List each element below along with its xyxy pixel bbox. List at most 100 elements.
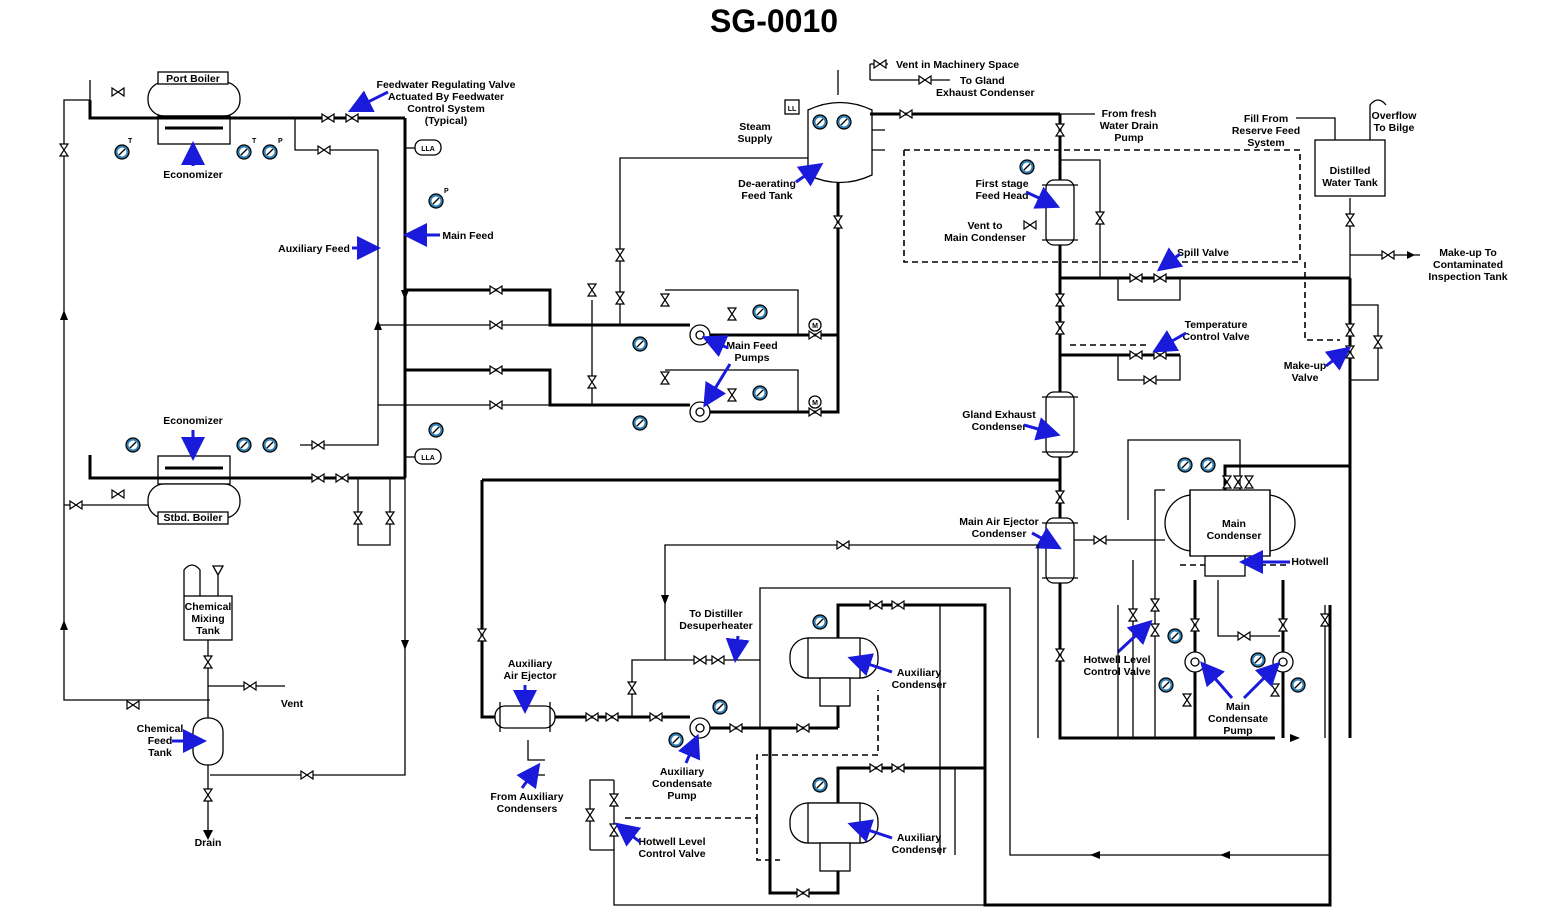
svg-text:From fresh: From fresh xyxy=(1102,108,1157,120)
aux-line-valve-2[interactable] xyxy=(605,712,619,722)
port-boiler: Port Boiler xyxy=(147,71,241,145)
recirc-valve-1[interactable] xyxy=(615,248,625,262)
recirc-valve-3[interactable] xyxy=(587,283,597,297)
pump1-check-valve[interactable] xyxy=(808,330,822,340)
gauge-p-pump1-suction xyxy=(632,336,648,352)
cond-valve-3[interactable] xyxy=(1055,321,1065,335)
crossover-valve-2[interactable] xyxy=(385,511,395,525)
vent-valve-stbd[interactable] xyxy=(111,489,125,499)
drain-valve-left[interactable] xyxy=(69,500,83,510)
spill-valve-1[interactable] xyxy=(1129,273,1143,283)
cond-valve-1[interactable] xyxy=(1055,123,1065,137)
spill-valve-label: Spill Valve xyxy=(1156,247,1229,272)
spill-valve[interactable] xyxy=(1153,273,1167,283)
cond-pump2-suction-valve[interactable] xyxy=(1278,618,1288,632)
aux-cond-bot-drain-valve[interactable] xyxy=(796,888,810,898)
svg-text:Steam: Steam xyxy=(739,121,771,133)
pump2-relief-valve[interactable] xyxy=(727,388,737,402)
dft-outlet-valve[interactable] xyxy=(833,215,843,229)
aux-cond-top-valve-2[interactable] xyxy=(891,600,905,610)
makeup-to-label: Make-up To Contaminated Inspection Tank xyxy=(1428,247,1507,283)
cond-pump1-disch-valve[interactable] xyxy=(1182,693,1192,707)
deaerating-feed-tank-label: De-aerating Feed Tank xyxy=(738,162,824,202)
cond-pump2-disch-valve[interactable] xyxy=(1270,683,1280,697)
cond-valve-5[interactable] xyxy=(1055,648,1065,662)
fw-valve-stbd-1[interactable] xyxy=(311,473,325,483)
cond-valve-4[interactable] xyxy=(1055,490,1065,504)
svg-text:Pump: Pump xyxy=(667,790,696,802)
vent-main-cond-valve[interactable] xyxy=(1023,220,1037,230)
chem-return-valve[interactable] xyxy=(126,700,140,710)
vent-valve-gland[interactable] xyxy=(918,75,932,85)
pump2-check-valve[interactable] xyxy=(808,407,822,417)
cond-pump-bypass-valve[interactable] xyxy=(1320,613,1330,627)
chem-feed-tank-label: Chemical Feed Tank xyxy=(137,723,207,759)
bypass-valve-left[interactable] xyxy=(59,143,69,157)
vent-valve-port[interactable] xyxy=(111,87,125,97)
main-cond-inlet-valve-3[interactable] xyxy=(1244,475,1254,489)
temp-control-valve[interactable] xyxy=(1153,350,1167,360)
svg-text:Main Condenser: Main Condenser xyxy=(944,232,1026,244)
makeup-valve[interactable] xyxy=(1345,345,1355,359)
recirc-valve-4[interactable] xyxy=(587,375,597,389)
distiller-branch-valve[interactable] xyxy=(627,681,637,695)
chem-mix-outlet-valve[interactable] xyxy=(203,655,213,669)
pump1-discharge-valve[interactable] xyxy=(660,293,670,307)
recirc-valve-2[interactable] xyxy=(615,291,625,305)
chem-vent-valve[interactable] xyxy=(243,681,257,691)
fw-reg-valve-stbd[interactable] xyxy=(335,473,349,483)
aux-hotwell-bypass[interactable] xyxy=(585,808,595,822)
gauge-p-aux-pump xyxy=(668,732,684,748)
aux-line-valve-1[interactable] xyxy=(585,712,599,722)
aux-pump-disch-valve-2[interactable] xyxy=(796,723,810,733)
hotwell-lcv-valve-2[interactable] xyxy=(1150,598,1160,612)
pump1-relief-valve[interactable] xyxy=(727,307,737,321)
aux-line-valve-3[interactable] xyxy=(649,712,663,722)
cond-pump1-suction-valve[interactable] xyxy=(1190,618,1200,632)
aux-cond-bot-valve-2[interactable] xyxy=(891,763,905,773)
fw-valve-port-1[interactable] xyxy=(321,113,335,123)
distiller-valve-1[interactable] xyxy=(693,655,707,665)
cond-crossover-valve[interactable] xyxy=(1237,631,1251,641)
crossover-valve-1[interactable] xyxy=(353,511,363,525)
temp-valve-1[interactable] xyxy=(1129,350,1143,360)
pump2-discharge-valve[interactable] xyxy=(660,371,670,385)
hotwell-lcv-valve-1[interactable] xyxy=(1128,608,1138,622)
aux-feed-valve-2[interactable] xyxy=(489,400,503,410)
feed-head-bypass-valve[interactable] xyxy=(1095,211,1105,225)
distiller-valve-2[interactable] xyxy=(711,655,725,665)
main-feed-valve-2[interactable] xyxy=(489,365,503,375)
aux-air-ejector-inlet-valve[interactable] xyxy=(477,628,487,642)
aux-hotwell-lcv-2[interactable] xyxy=(609,823,619,837)
auxiliary-feed-label: Auxiliary Feed xyxy=(278,236,381,260)
aux-hotwell-lcv-label: Hotwell Level Control Valve xyxy=(614,822,706,860)
main-cond-inlet-valve-2[interactable] xyxy=(1233,475,1243,489)
svg-text:Make-up To: Make-up To xyxy=(1439,247,1497,259)
chem-drain-valve[interactable] xyxy=(203,788,213,802)
cond-valve-2[interactable] xyxy=(1055,293,1065,307)
aux-valve-port[interactable] xyxy=(317,145,331,155)
distilled-outlet-valve[interactable] xyxy=(1345,213,1355,227)
gauge-p-dft-2 xyxy=(836,114,852,130)
recirc-line-valve[interactable] xyxy=(836,540,850,550)
aux-feed-valve-1[interactable] xyxy=(489,320,503,330)
makeup-valve-1[interactable] xyxy=(1345,323,1355,337)
fresh-water-valve[interactable] xyxy=(899,109,913,119)
aux-cond-top-valve-1[interactable] xyxy=(869,600,883,610)
aux-valve-stbd[interactable] xyxy=(311,440,325,450)
svg-text:Temperature: Temperature xyxy=(1185,319,1248,331)
makeup-to-valve[interactable] xyxy=(1381,250,1395,260)
aux-pump-disch-valve[interactable] xyxy=(729,723,743,733)
air-ejector-cond-valve[interactable] xyxy=(1093,535,1107,545)
aux-cond-bot-valve-1[interactable] xyxy=(869,763,883,773)
chem-feed-return-valve[interactable] xyxy=(300,770,314,780)
makeup-valve-label: Make-up Valve xyxy=(1284,346,1352,384)
aux-hotwell-lcv[interactable] xyxy=(609,793,619,807)
main-feed-valve-1[interactable] xyxy=(489,285,503,295)
makeup-bypass-valve[interactable] xyxy=(1373,335,1383,349)
vent-valve-machinery[interactable] xyxy=(873,59,887,69)
temp-bypass-valve[interactable] xyxy=(1143,375,1157,385)
hotwell-lcv[interactable] xyxy=(1150,623,1160,637)
svg-text:To Gland: To Gland xyxy=(960,75,1005,87)
fw-reg-valve-port[interactable] xyxy=(345,113,359,123)
